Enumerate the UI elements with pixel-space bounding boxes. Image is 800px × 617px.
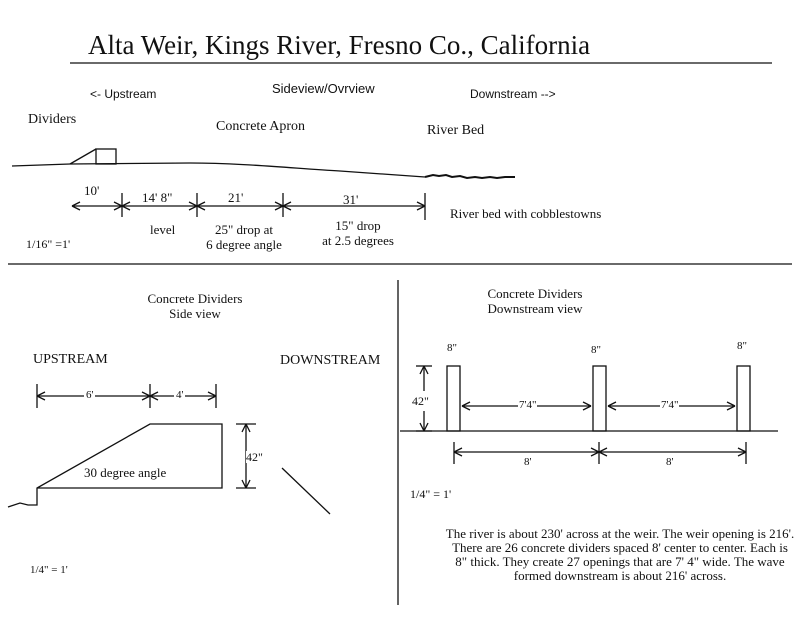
overview-profile-line xyxy=(11,162,426,178)
dividers-label: Dividers xyxy=(28,112,77,127)
weir-notes: The river is about 230' across at the we… xyxy=(445,526,795,584)
downstream-thickness-1: 8" xyxy=(447,342,457,354)
downstream-thickness-3: 8" xyxy=(737,340,747,352)
segment-length-4: 31' xyxy=(343,192,359,207)
segment-length-2: 14' 8" xyxy=(142,190,173,205)
downstream-direction-label: Downstream --> xyxy=(470,87,556,101)
downstream-divider-1 xyxy=(446,365,461,432)
side-view-divider-profile xyxy=(7,423,223,508)
segment-length-3: 21' xyxy=(228,190,244,205)
riverbed-note: River bed with cobblestowns xyxy=(450,206,602,221)
page-title: Alta Weir, Kings River, Fresno Co., Cali… xyxy=(88,30,591,60)
side-view-heading-line-1: Concrete Dividers xyxy=(147,291,243,306)
concrete-apron-label: Concrete Apron xyxy=(216,119,306,134)
downstream-dimension-lines xyxy=(416,365,747,464)
downstream-spacing-2: 8' xyxy=(664,456,676,468)
downstream-view-heading-line-2: Downstream view xyxy=(487,301,583,316)
overview-cobblestones xyxy=(424,173,515,180)
downstream-thickness-2: 8" xyxy=(591,344,601,356)
side-view-downstream-label: DOWNSTREAM xyxy=(280,353,381,368)
upstream-direction-label: <- Upstream xyxy=(90,87,157,101)
river-bed-label: River Bed xyxy=(427,123,485,138)
segment-desc-3-line-1: 25" drop at xyxy=(214,222,274,237)
side-view-upstream-label: UPSTREAM xyxy=(33,352,108,367)
side-view-downstream-slope xyxy=(281,467,331,515)
downstream-view-heading-line-1: Concrete Dividers xyxy=(487,286,583,301)
side-view-dimension-lines xyxy=(36,384,256,489)
overview-scale: 1/16" =1' xyxy=(26,237,71,251)
side-view-dim-6: 6' xyxy=(84,389,96,401)
downstream-view-dividers xyxy=(400,365,778,432)
downstream-divider-2 xyxy=(592,365,607,432)
segment-desc-4-line-2: at 2.5 degrees xyxy=(322,233,394,248)
overview-dimension-line xyxy=(71,193,426,220)
downstream-spacing-1: 8' xyxy=(522,456,534,468)
downstream-opening-1: 7'4" xyxy=(518,399,538,411)
side-view-dim-4: 4' xyxy=(174,389,186,401)
segment-length-1: 10' xyxy=(84,183,100,198)
downstream-view-scale: 1/4" = 1' xyxy=(410,487,452,501)
segment-desc-4-line-1: 15" drop xyxy=(335,218,381,233)
side-view-height: 42" xyxy=(246,450,263,464)
overview-divider-box xyxy=(95,148,117,165)
downstream-divider-3 xyxy=(736,365,751,432)
downstream-height: 42" xyxy=(412,394,429,408)
overview-divider-ramp xyxy=(69,148,97,165)
downstream-opening-2: 7'4" xyxy=(660,399,680,411)
side-view-scale: 1/4" = 1' xyxy=(30,564,68,576)
side-view-heading-line-2: Side view xyxy=(169,306,221,321)
segment-desc-3-line-2: 6 degree angle xyxy=(206,237,282,252)
side-view-angle-label: 30 degree angle xyxy=(84,465,167,480)
segment-desc-level: level xyxy=(150,222,176,237)
overview-view-label: Sideview/Ovrview xyxy=(272,81,375,96)
